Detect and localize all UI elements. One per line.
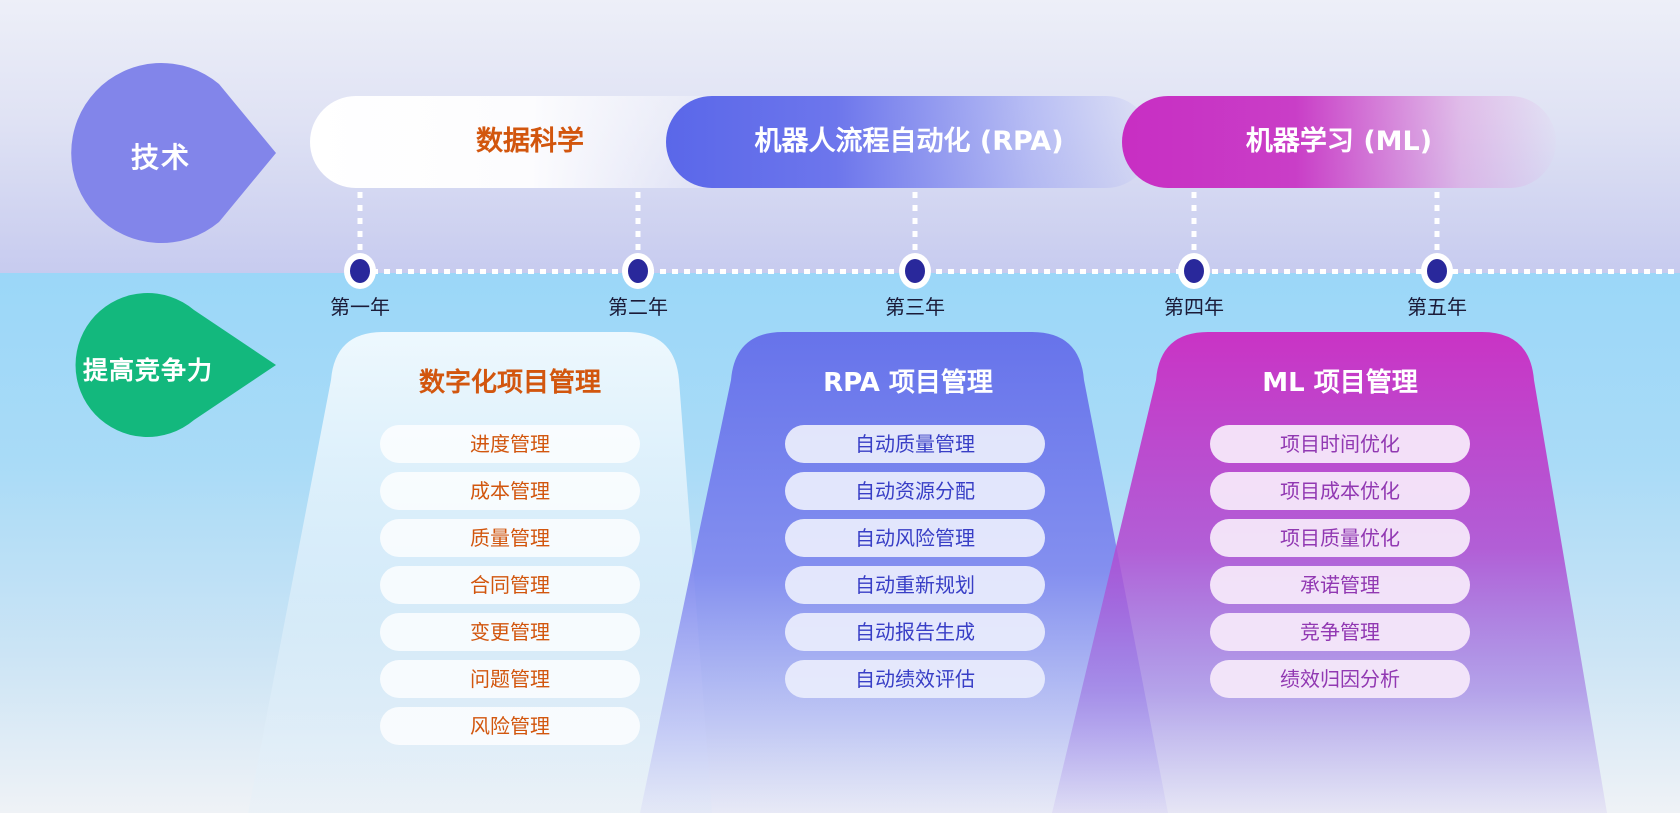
year-label-1: 第一年 [330, 295, 390, 319]
list-item: 自动风险管理 [785, 519, 1045, 557]
year-label-5: 第五年 [1407, 295, 1467, 319]
list-item: 项目质量优化 [1210, 519, 1470, 557]
list-item: 质量管理 [380, 519, 640, 557]
timeline-connector-1 [357, 192, 363, 260]
timeline-dot-inner [628, 259, 648, 283]
year-label-3: 第三年 [885, 295, 945, 319]
tech-pill-rpa: 机器人流程自动化 (RPA) [666, 96, 1152, 188]
competitiveness-teardrop-label: 提高竞争力 [82, 356, 213, 385]
list-item: 项目成本优化 [1210, 472, 1470, 510]
list-item: 进度管理 [380, 425, 640, 463]
list-item: 风险管理 [380, 707, 640, 745]
timeline-dot-inner [1427, 259, 1447, 283]
timeline-dot-inner [1184, 259, 1204, 283]
list-item: 自动绩效评估 [785, 660, 1045, 698]
timeline-dot-year2 [622, 253, 654, 289]
list-item: 问题管理 [380, 660, 640, 698]
tech-pill-ml: 机器学习 (ML) [1122, 96, 1556, 188]
timeline-dotted-line [360, 269, 1680, 274]
timeline-connector-4 [1191, 192, 1197, 260]
list-item: 合同管理 [380, 566, 640, 604]
timeline-dot-inner [350, 259, 370, 283]
list-item: 成本管理 [380, 472, 640, 510]
year-label-2: 第二年 [608, 295, 668, 319]
timeline-dot-year3 [899, 253, 931, 289]
list-item: 绩效归因分析 [1210, 660, 1470, 698]
list-item: 自动质量管理 [785, 425, 1045, 463]
list-item: 自动重新规划 [785, 566, 1045, 604]
list-item: 竞争管理 [1210, 613, 1470, 651]
timeline-connector-5 [1434, 192, 1440, 260]
column1-item-list: 进度管理 成本管理 质量管理 合同管理 变更管理 问题管理 风险管理 [380, 425, 640, 745]
timeline-connector-2 [635, 192, 641, 260]
column3-title: ML 项目管理 [1262, 368, 1418, 398]
column3-item-list: 项目时间优化 项目成本优化 项目质量优化 承诺管理 竞争管理 绩效归因分析 [1210, 425, 1470, 698]
column2-item-list: 自动质量管理 自动资源分配 自动风险管理 自动重新规划 自动报告生成 自动绩效评… [785, 425, 1045, 698]
timeline-dot-year5 [1421, 253, 1453, 289]
tech-teardrop-shape [71, 63, 277, 244]
column2-title: RPA 项目管理 [823, 368, 993, 398]
list-item: 项目时间优化 [1210, 425, 1470, 463]
competitiveness-teardrop-shape [75, 293, 277, 437]
list-item: 自动资源分配 [785, 472, 1045, 510]
timeline-connector-3 [912, 192, 918, 260]
year-label-4: 第四年 [1164, 295, 1224, 319]
timeline-dot-inner [905, 259, 925, 283]
list-item: 变更管理 [380, 613, 640, 651]
tech-teardrop-label: 技术 [130, 141, 191, 174]
list-item: 自动报告生成 [785, 613, 1045, 651]
timeline-dot-year1 [344, 253, 376, 289]
list-item: 承诺管理 [1210, 566, 1470, 604]
column1-title: 数字化项目管理 [418, 368, 601, 398]
timeline-dot-year4 [1178, 253, 1210, 289]
